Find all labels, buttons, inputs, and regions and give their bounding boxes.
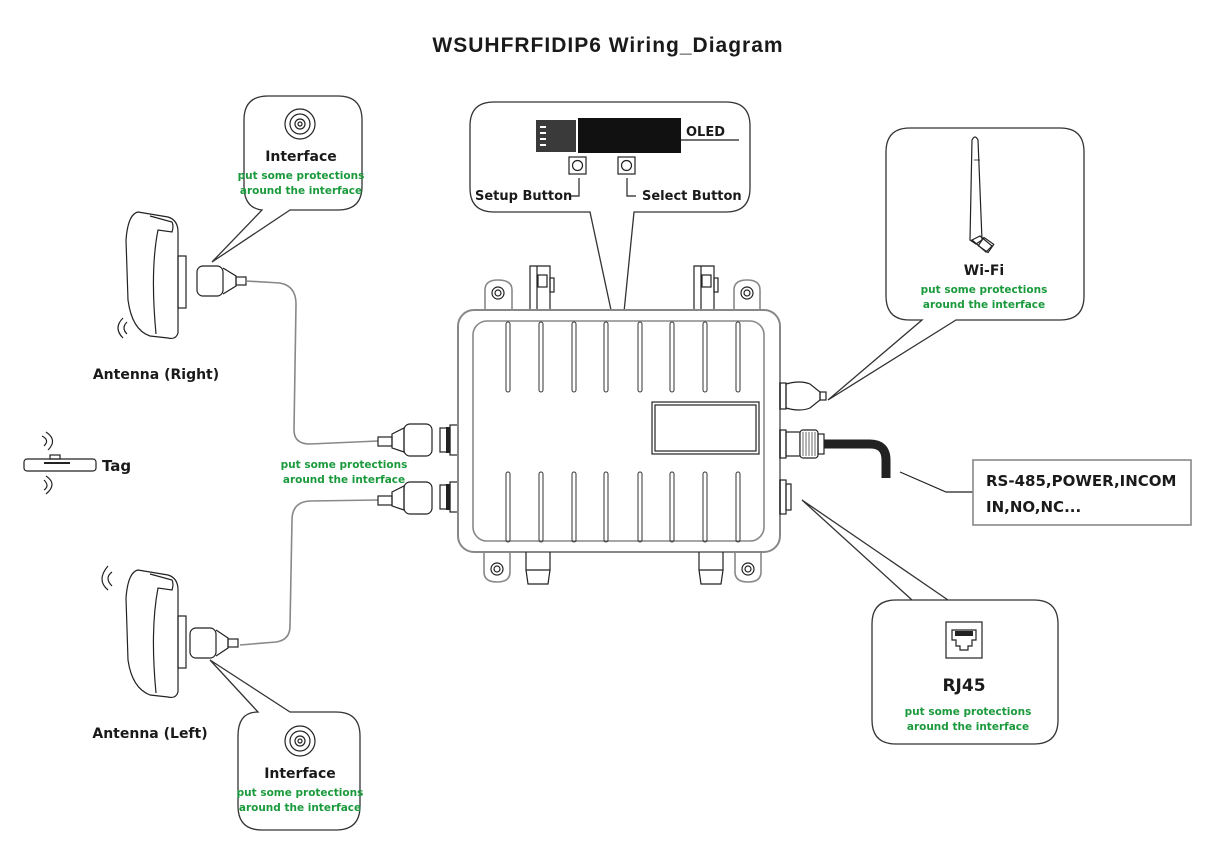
rj45-callout: RJ45 put some protections around the int… <box>801 499 1059 745</box>
antenna-right-connector <box>196 265 224 297</box>
wifi-note-line2: around the interface <box>923 299 1045 311</box>
oled-ribbon-connector <box>536 120 576 152</box>
tag-icon <box>23 458 97 472</box>
wifi-antenna-icon <box>969 136 995 254</box>
cooling-fin <box>702 321 708 393</box>
setup-button[interactable] <box>568 156 587 175</box>
oled-label: OLED <box>686 125 725 140</box>
cooling-fin <box>571 471 577 543</box>
oled-callout: OLED Setup Button Select Button <box>469 101 751 353</box>
rj45-port-icon <box>945 621 983 659</box>
antenna-left-connector <box>189 627 217 659</box>
interface-bottom-label: Interface <box>264 766 336 782</box>
mount-ear <box>483 552 511 583</box>
interface-top-callout: Interface put some protections around th… <box>211 95 365 263</box>
cable-note-line1: put some protections <box>281 459 408 471</box>
signal-waves-icon <box>43 475 53 495</box>
interface-top-note-line2: around the interface <box>240 185 362 197</box>
callout-bubble <box>469 101 751 353</box>
mount-ear <box>733 279 761 310</box>
antenna-right-label: Antenna (Right) <box>93 367 219 383</box>
cooling-fin <box>669 471 675 543</box>
signal-waves-icon <box>41 431 54 451</box>
antenna-panel <box>125 211 179 340</box>
io-cable-gland <box>779 429 891 478</box>
interface-bottom-note-line1: put some protections <box>237 787 364 799</box>
cooling-fin <box>702 471 708 543</box>
antenna-right: Antenna (Right) <box>93 211 379 445</box>
cooling-fin <box>538 321 544 393</box>
callout-bubble <box>211 95 363 263</box>
io-line2: IN,NO,NC... <box>986 498 1081 516</box>
cooling-fin <box>571 321 577 393</box>
interface-top-note-line1: put some protections <box>238 170 365 182</box>
cooling-fin <box>735 321 741 393</box>
oled-display <box>578 118 681 153</box>
antenna-left-label: Antenna (Left) <box>92 726 207 742</box>
left-cable-connector-top <box>377 423 459 457</box>
mount-ear <box>734 552 762 583</box>
antenna-left-cable <box>239 499 379 646</box>
cooling-fin <box>637 321 643 393</box>
wifi-note-line1: put some protections <box>921 284 1048 296</box>
display-window <box>651 401 760 455</box>
rfid-tag: Tag <box>23 431 131 495</box>
hinge <box>693 265 715 322</box>
setup-button-label: Setup Button <box>475 189 572 204</box>
interface-bottom-note-line2: around the interface <box>239 802 361 814</box>
cooling-fin <box>637 471 643 543</box>
cable-note-line2: around the interface <box>283 474 405 486</box>
io-line1: RS-485,POWER,INCOM <box>986 472 1176 490</box>
hinge <box>529 265 551 322</box>
wifi-antenna-port <box>779 381 827 411</box>
rj45-port <box>779 479 792 515</box>
antenna-panel <box>125 569 179 699</box>
coaxial-port-icon <box>284 108 316 140</box>
cable-gland <box>525 552 551 585</box>
callout-bubble <box>801 499 1059 745</box>
cooling-fin <box>505 471 511 543</box>
wifi-callout: Wi-Fi put some protections around the in… <box>827 127 1085 401</box>
interface-bottom-callout: Interface put some protections around th… <box>209 659 364 831</box>
io-label-box <box>972 459 1192 526</box>
signal-waves-icon <box>117 317 128 339</box>
select-button-label: Select Button <box>642 189 742 204</box>
left-cable-connector-bottom <box>239 481 459 646</box>
select-button[interactable] <box>617 156 636 175</box>
callout-bubble <box>827 127 1085 401</box>
rj45-note-line2: around the interface <box>907 721 1029 733</box>
signal-waves-icon <box>101 565 113 591</box>
io-callout: RS-485,POWER,INCOM IN,NO,NC... <box>899 459 1192 526</box>
cooling-fin <box>603 321 609 393</box>
io-cable <box>824 439 891 478</box>
cooling-fin <box>735 471 741 543</box>
cooling-fin <box>538 471 544 543</box>
tag-label: Tag <box>102 457 131 475</box>
interface-top-label: Interface <box>265 149 337 165</box>
cooling-fins <box>505 321 741 543</box>
antenna-left: Antenna (Left) <box>92 565 239 742</box>
diagram-title: WSUHFRFIDIP6 Wiring_Diagram <box>432 34 783 57</box>
mount-ear <box>484 279 513 310</box>
antenna-right-cable <box>245 280 379 445</box>
cooling-fin <box>669 321 675 393</box>
rj45-note-line1: put some protections <box>905 706 1032 718</box>
wifi-label: Wi-Fi <box>964 263 1004 279</box>
rj45-label: RJ45 <box>942 676 985 696</box>
cooling-fin <box>505 321 511 393</box>
leader-line <box>899 471 973 493</box>
cooling-fin <box>603 471 609 543</box>
coaxial-port-icon <box>284 725 316 757</box>
cable-gland <box>698 552 724 585</box>
reader-device <box>457 265 891 585</box>
